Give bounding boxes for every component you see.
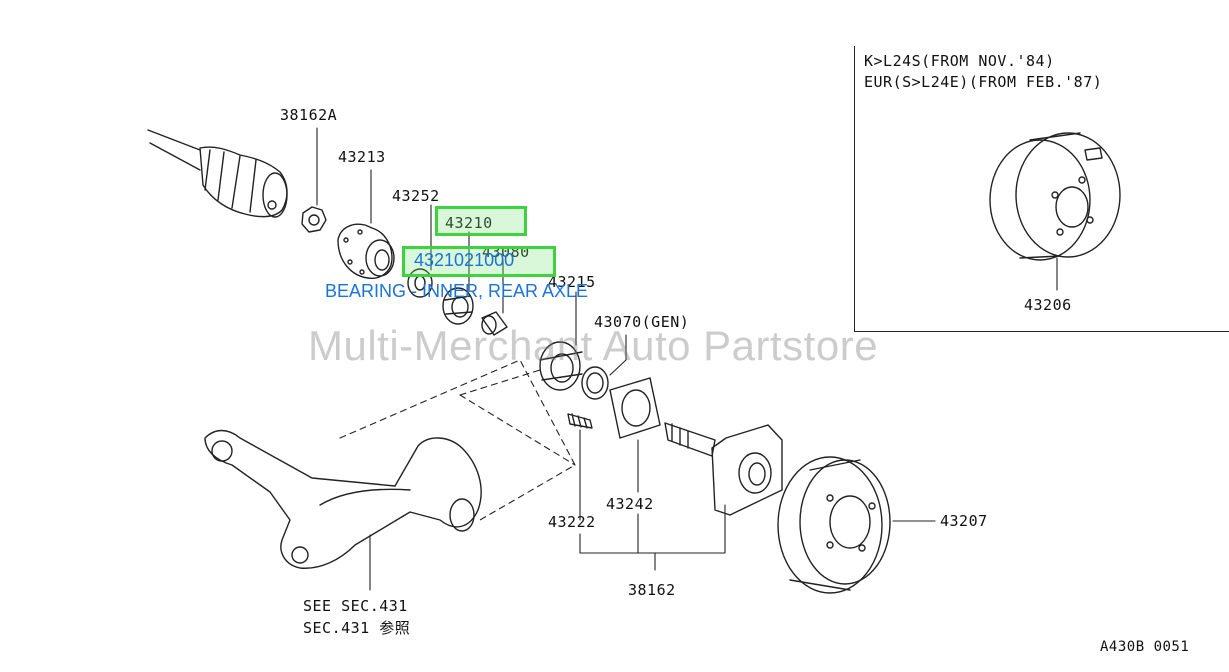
label-38162a[interactable]: 38162A [280,106,338,124]
label-sec-ref: SEC.431 参照 [303,619,411,637]
spacer-43080 [481,311,508,336]
label-43222[interactable]: 43222 [548,513,596,531]
label-43207[interactable]: 43207 [940,512,988,530]
bearing-43215 [539,341,583,391]
suspension-arm [204,429,482,569]
label-38162[interactable]: 38162 [628,581,676,599]
inset-note-line1: K>L24S(FROM NOV.'84) [864,52,1055,70]
assembly-dash-lines [339,359,576,521]
label-43252[interactable]: 43252 [392,187,440,205]
seal-43070 [581,366,609,400]
label-43242[interactable]: 43242 [606,495,654,513]
diagram-code: A430B 0051 [1100,639,1190,655]
highlight-box-part-number[interactable] [402,246,556,277]
brake-drum-43207 [777,456,891,594]
label-43210[interactable]: 43210 [445,214,493,232]
watermark: Multi-Merchant Auto Partstore [308,322,879,369]
label-43213[interactable]: 43213 [338,148,386,166]
highlight-box-43210[interactable] [435,206,527,236]
gasket-43242 [609,377,661,439]
leader-lines [316,127,1058,591]
companion-flange-43213 [337,223,395,279]
drive-shaft [147,129,288,218]
label-see-sec[interactable]: SEE SEC.431 [303,597,408,615]
label-43215[interactable]: 43215 [548,273,596,291]
inset-frame [854,46,1229,332]
highlight-description: BEARING - INNER, REAR AXLE [325,281,589,301]
label-43206[interactable]: 43206 [1024,296,1072,314]
inset-brake-drum [989,132,1121,261]
label-43070[interactable]: 43070(GEN) [594,313,690,331]
bolt-43222 [567,413,593,429]
inset-note-line2: EUR(S>L24E)(FROM FEB.'87) [864,73,1103,91]
highlight-part-number[interactable]: 4321021000 [414,250,515,270]
axle-shaft [664,422,783,516]
bearing-43210 [442,287,474,325]
nut-38162a [301,206,327,233]
